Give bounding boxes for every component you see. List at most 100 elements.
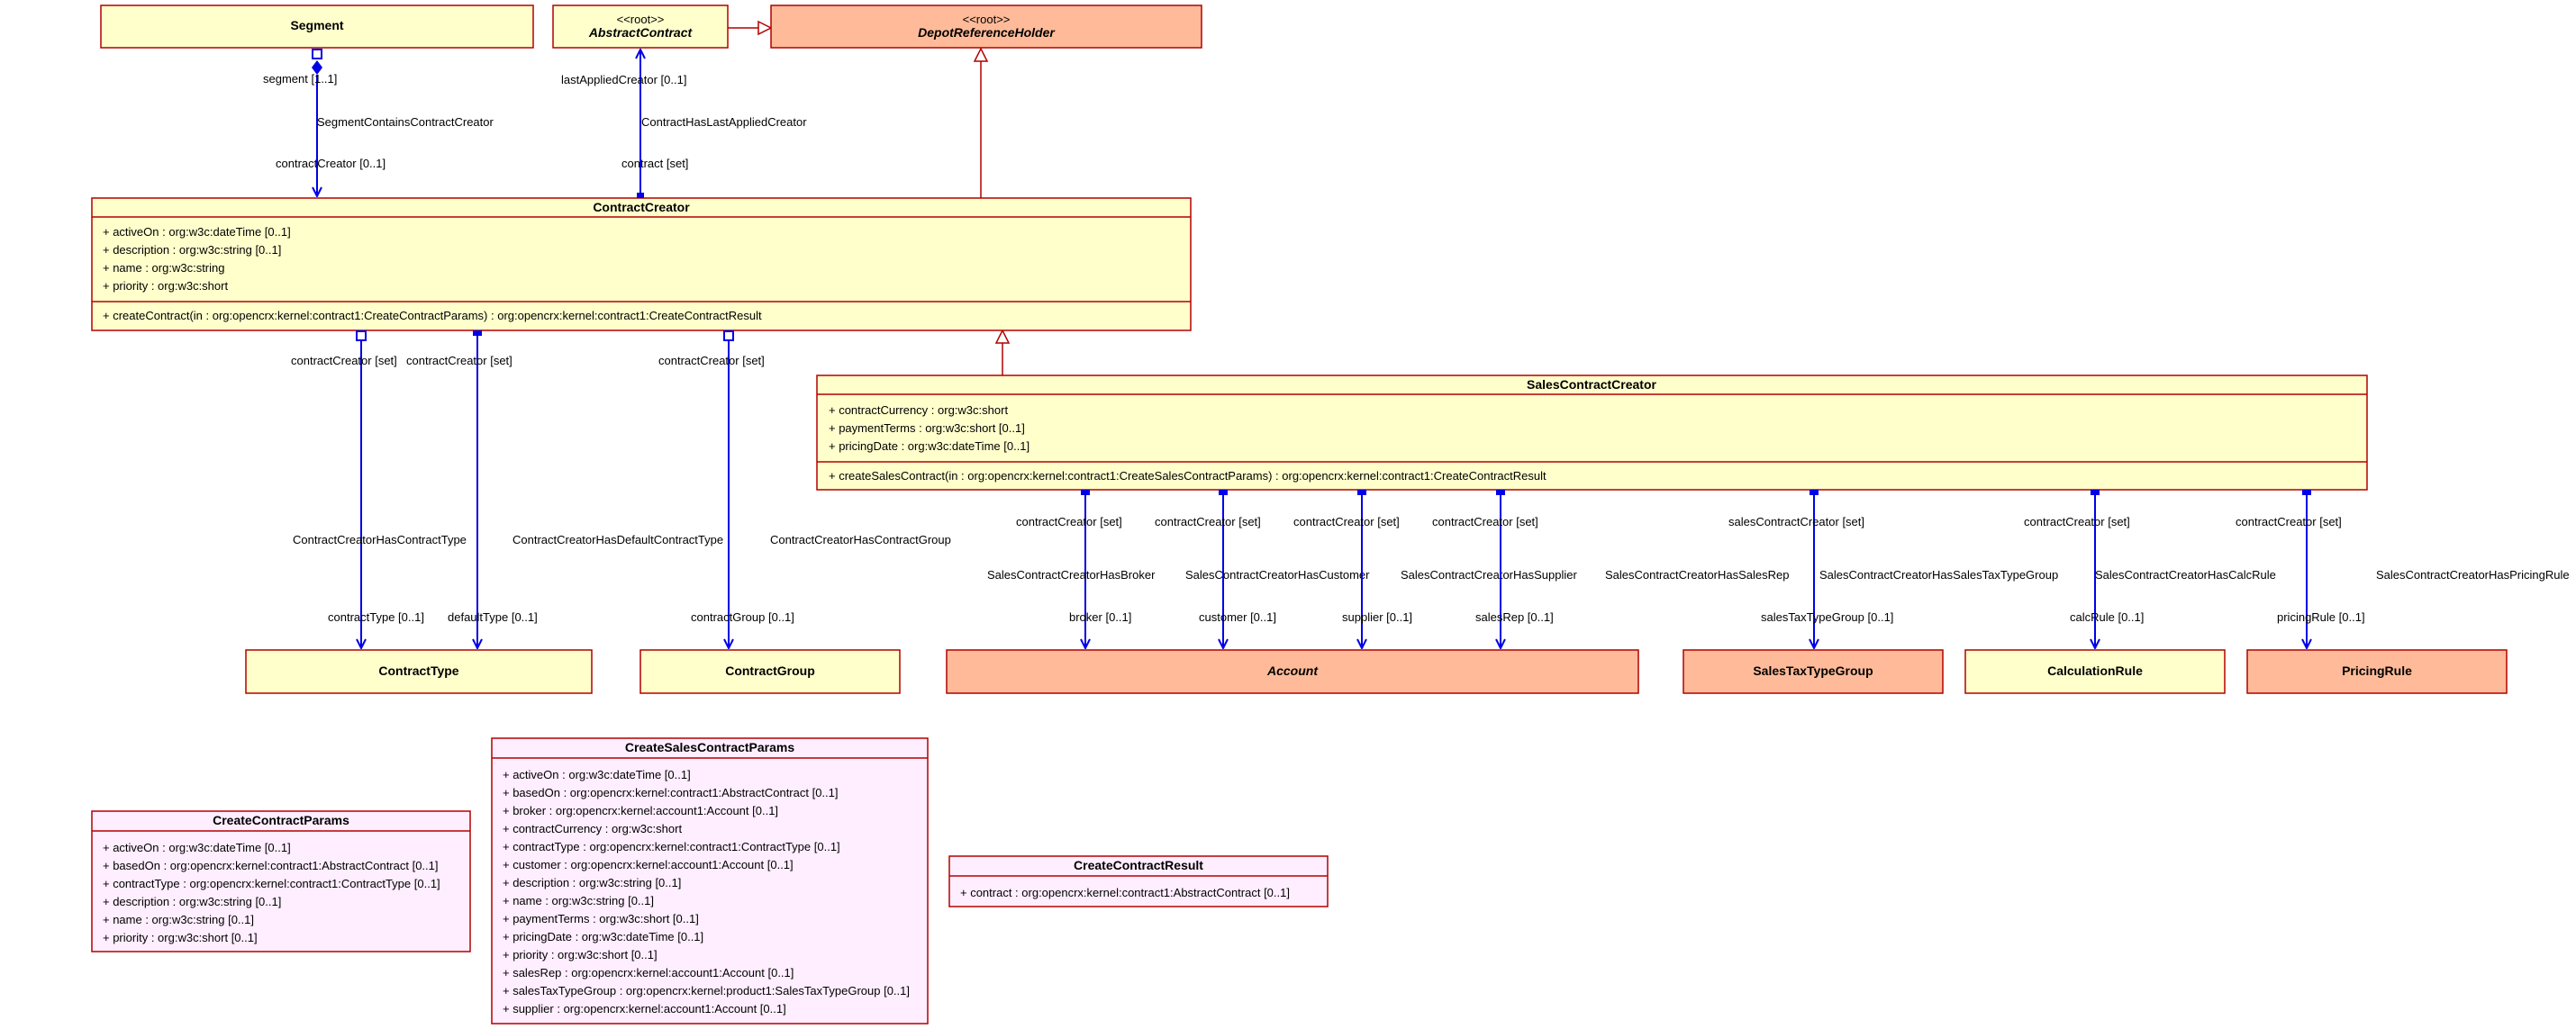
source-role: salesContractCreator [set] bbox=[1728, 515, 1864, 528]
class-contractcreator[interactable]: ContractCreator + activeOn : org:w3c:dat… bbox=[91, 197, 1192, 331]
struct-createcontractresult[interactable]: CreateContractResult + contract : org:op… bbox=[948, 855, 1329, 907]
attribute: + priority : org:w3c:short [0..1] bbox=[103, 931, 258, 944]
association-name: SalesContractCreatorHasSupplier bbox=[1401, 568, 1577, 582]
association-salescontractcreatorhascalcrule[interactable]: contractCreator [set] SalesContractCreat… bbox=[2024, 490, 2276, 648]
class-calculationrule[interactable]: CalculationRule bbox=[1964, 649, 2226, 694]
class-name: ContractGroup bbox=[725, 663, 815, 678]
attribute: + name : org:w3c:string [0..1] bbox=[503, 894, 654, 907]
association-name: SalesContractCreatorHasSalesTaxTypeGroup bbox=[1819, 568, 2058, 582]
generalization-salescontractcreator-to-contractcreator bbox=[994, 329, 1011, 375]
class-name: CreateSalesContractParams bbox=[625, 740, 795, 754]
struct-createsalescontractparams[interactable]: CreateSalesContractParams + activeOn : o… bbox=[491, 737, 929, 1024]
source-role: segment [1..1] bbox=[263, 72, 337, 86]
attribute: + activeOn : org:w3c:dateTime [0..1] bbox=[103, 841, 291, 854]
association-name: SalesContractCreatorHasBroker bbox=[987, 568, 1156, 582]
association-contracthaslastappliedcreator[interactable]: lastAppliedCreator [0..1] ContractHasLas… bbox=[561, 50, 807, 198]
class-name: SalesContractCreator bbox=[1527, 377, 1656, 392]
attribute: + contract : org:opencrx:kernel:contract… bbox=[960, 886, 1290, 899]
association-name: ContractCreatorHasContractGroup bbox=[770, 533, 951, 546]
attribute: + contractType : org:opencrx:kernel:cont… bbox=[503, 840, 840, 853]
target-role: salesTaxTypeGroup [0..1] bbox=[1761, 610, 1893, 624]
generalization-abstractcontract-to-depotreferenceholder bbox=[728, 20, 773, 36]
class-name: CreateContractResult bbox=[1074, 858, 1203, 872]
association-name: SegmentContainsContractCreator bbox=[317, 115, 494, 129]
association-salescontractcreatorhassupplier[interactable]: contractCreator [set] SalesContractCreat… bbox=[1293, 490, 1577, 648]
target-role: contractType [0..1] bbox=[328, 610, 424, 624]
attribute: + customer : org:opencrx:kernel:account1… bbox=[503, 858, 794, 871]
attribute: + priority : org:w3c:short [0..1] bbox=[503, 948, 658, 961]
class-stereotype: <<root>> bbox=[617, 13, 665, 26]
association-segmentcontainscontractcreator[interactable]: segment [1..1] SegmentContainsContractCr… bbox=[263, 49, 494, 196]
class-name: ContractType bbox=[378, 663, 458, 678]
source-role: contractCreator [set] bbox=[1293, 515, 1400, 528]
class-name: AbstractContract bbox=[588, 25, 694, 40]
class-depotreferenceholder[interactable]: <<root>> DepotReferenceHolder bbox=[770, 5, 1202, 49]
class-contractgroup[interactable]: ContractGroup bbox=[639, 649, 901, 694]
association-name: SalesContractCreatorHasCalcRule bbox=[2095, 568, 2276, 582]
class-stereotype: <<root>> bbox=[963, 13, 1011, 26]
struct-createcontractparams[interactable]: CreateContractParams + activeOn : org:w3… bbox=[91, 810, 471, 952]
class-pricingrule[interactable]: PricingRule bbox=[2246, 649, 2508, 694]
attribute: + salesRep : org:opencrx:kernel:account1… bbox=[503, 966, 794, 979]
attribute: + contractCurrency : org:w3c:short bbox=[829, 403, 1008, 417]
class-name: PricingRule bbox=[2342, 663, 2412, 678]
class-abstractcontract[interactable]: <<root>> AbstractContract bbox=[552, 5, 729, 49]
association-salescontractcreatorhassalesrep[interactable]: contractCreator [set] SalesContractCreat… bbox=[1432, 490, 1789, 648]
generalization-contractcreator-to-depotreferenceholder bbox=[973, 47, 989, 198]
target-role: calcRule [0..1] bbox=[2070, 610, 2144, 624]
class-salescontractcreator[interactable]: SalesContractCreator + contractCurrency … bbox=[816, 375, 2368, 491]
attribute: + contractType : org:opencrx:kernel:cont… bbox=[103, 877, 440, 890]
attribute: + basedOn : org:opencrx:kernel:contract1… bbox=[503, 786, 839, 799]
attribute: + name : org:w3c:string [0..1] bbox=[103, 913, 254, 926]
operation: + createContract(in : org:opencrx:kernel… bbox=[103, 309, 762, 322]
association-contractcreatorhascontracttype[interactable]: contractCreator [set] ContractCreatorHas… bbox=[291, 330, 467, 648]
target-role: salesRep [0..1] bbox=[1475, 610, 1554, 624]
source-role: contractCreator [set] bbox=[2024, 515, 2130, 528]
class-name: ContractCreator bbox=[593, 200, 690, 214]
source-role: contractCreator [set] bbox=[2236, 515, 2342, 528]
association-salescontractcreatorhassalestaxtypegroup[interactable]: salesContractCreator [set] SalesContract… bbox=[1728, 490, 2058, 648]
association-contractcreatorhascontractgroup[interactable]: contractCreator [set] ContractCreatorHas… bbox=[658, 330, 951, 648]
source-role: contractCreator [set] bbox=[1432, 515, 1538, 528]
association-name: SalesContractCreatorHasPricingRule bbox=[2376, 568, 2570, 582]
class-contracttype[interactable]: ContractType bbox=[245, 649, 593, 694]
class-salestaxtypegroup[interactable]: SalesTaxTypeGroup bbox=[1683, 649, 1944, 694]
attribute: + salesTaxTypeGroup : org:opencrx:kernel… bbox=[503, 984, 910, 997]
attribute: + paymentTerms : org:w3c:short [0..1] bbox=[503, 912, 699, 925]
attribute: + pricingDate : org:w3c:dateTime [0..1] bbox=[503, 930, 703, 943]
attribute: + description : org:w3c:string [0..1] bbox=[503, 876, 681, 889]
target-role: contractCreator [0..1] bbox=[276, 157, 385, 170]
class-name: CreateContractParams bbox=[213, 813, 349, 827]
target-role: defaultType [0..1] bbox=[448, 610, 538, 624]
target-role: supplier [0..1] bbox=[1342, 610, 1412, 624]
class-segment[interactable]: Segment bbox=[100, 5, 534, 49]
attribute: + description : org:w3c:string [0..1] bbox=[103, 895, 281, 908]
source-role: contractCreator [set] bbox=[1155, 515, 1261, 528]
attribute: + activeOn : org:w3c:dateTime [0..1] bbox=[103, 225, 291, 239]
association-salescontractcreatorhascustomer[interactable]: contractCreator [set] SalesContractCreat… bbox=[1155, 490, 1370, 648]
target-role: pricingRule [0..1] bbox=[2277, 610, 2365, 624]
association-name: ContractCreatorHasContractType bbox=[293, 533, 467, 546]
target-role: customer [0..1] bbox=[1199, 610, 1276, 624]
association-name: ContractCreatorHasDefaultContractType bbox=[512, 533, 723, 546]
target-role: contractGroup [0..1] bbox=[691, 610, 794, 624]
attribute: + paymentTerms : org:w3c:short [0..1] bbox=[829, 421, 1025, 435]
source-role: contract [set] bbox=[621, 157, 688, 170]
operation: + createSalesContract(in : org:opencrx:k… bbox=[829, 469, 1547, 483]
attribute: + broker : org:opencrx:kernel:account1:A… bbox=[503, 804, 778, 817]
class-name: Segment bbox=[290, 18, 343, 32]
attribute: + basedOn : org:opencrx:kernel:contract1… bbox=[103, 859, 439, 872]
attribute: + description : org:w3c:string [0..1] bbox=[103, 243, 281, 257]
association-name: ContractHasLastAppliedCreator bbox=[641, 115, 807, 129]
attribute: + pricingDate : org:w3c:dateTime [0..1] bbox=[829, 439, 1029, 453]
association-contractcreatorhasdefaultcontracttype[interactable]: contractCreator [set] ContractCreatorHas… bbox=[406, 330, 723, 648]
association-salescontractcreatorhaspricingrule[interactable]: contractCreator [set] SalesContractCreat… bbox=[2236, 490, 2570, 648]
source-role: contractCreator [set] bbox=[406, 354, 512, 367]
attribute: + supplier : org:opencrx:kernel:account1… bbox=[503, 1002, 786, 1015]
class-name: SalesTaxTypeGroup bbox=[1753, 663, 1873, 678]
attribute: + contractCurrency : org:w3c:short bbox=[503, 822, 682, 835]
association-salescontractcreatorhasbroker[interactable]: contractCreator [set] SalesContractCreat… bbox=[987, 490, 1156, 648]
class-account[interactable]: Account bbox=[946, 649, 1639, 694]
target-role: broker [0..1] bbox=[1069, 610, 1131, 624]
